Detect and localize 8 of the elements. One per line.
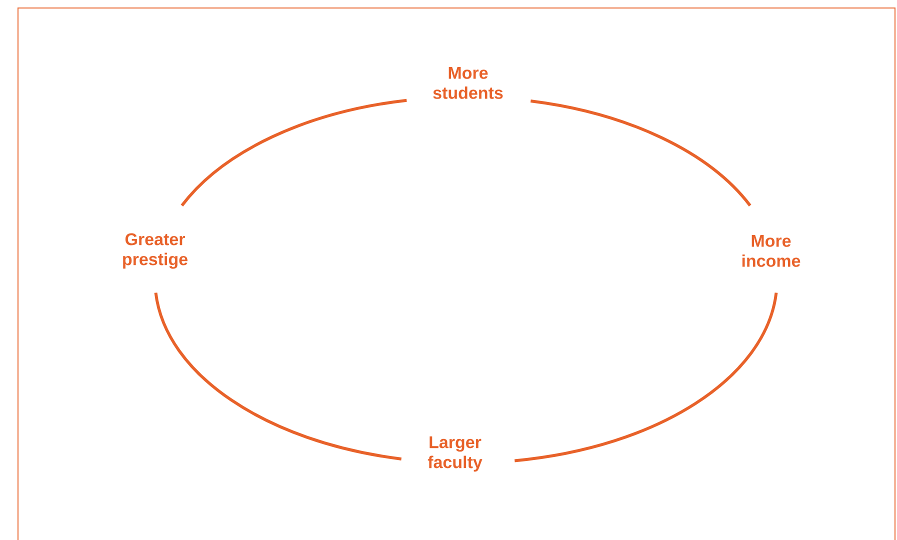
node-label: Larger faculty <box>428 436 482 472</box>
arc-connector <box>180 98 407 207</box>
node-label: Greater prestige <box>123 233 188 269</box>
arc-connector <box>514 292 778 462</box>
node-label: More income <box>742 235 800 267</box>
node-label: More students <box>433 67 503 99</box>
arc-connector <box>154 292 402 460</box>
arc-connector <box>530 100 752 207</box>
